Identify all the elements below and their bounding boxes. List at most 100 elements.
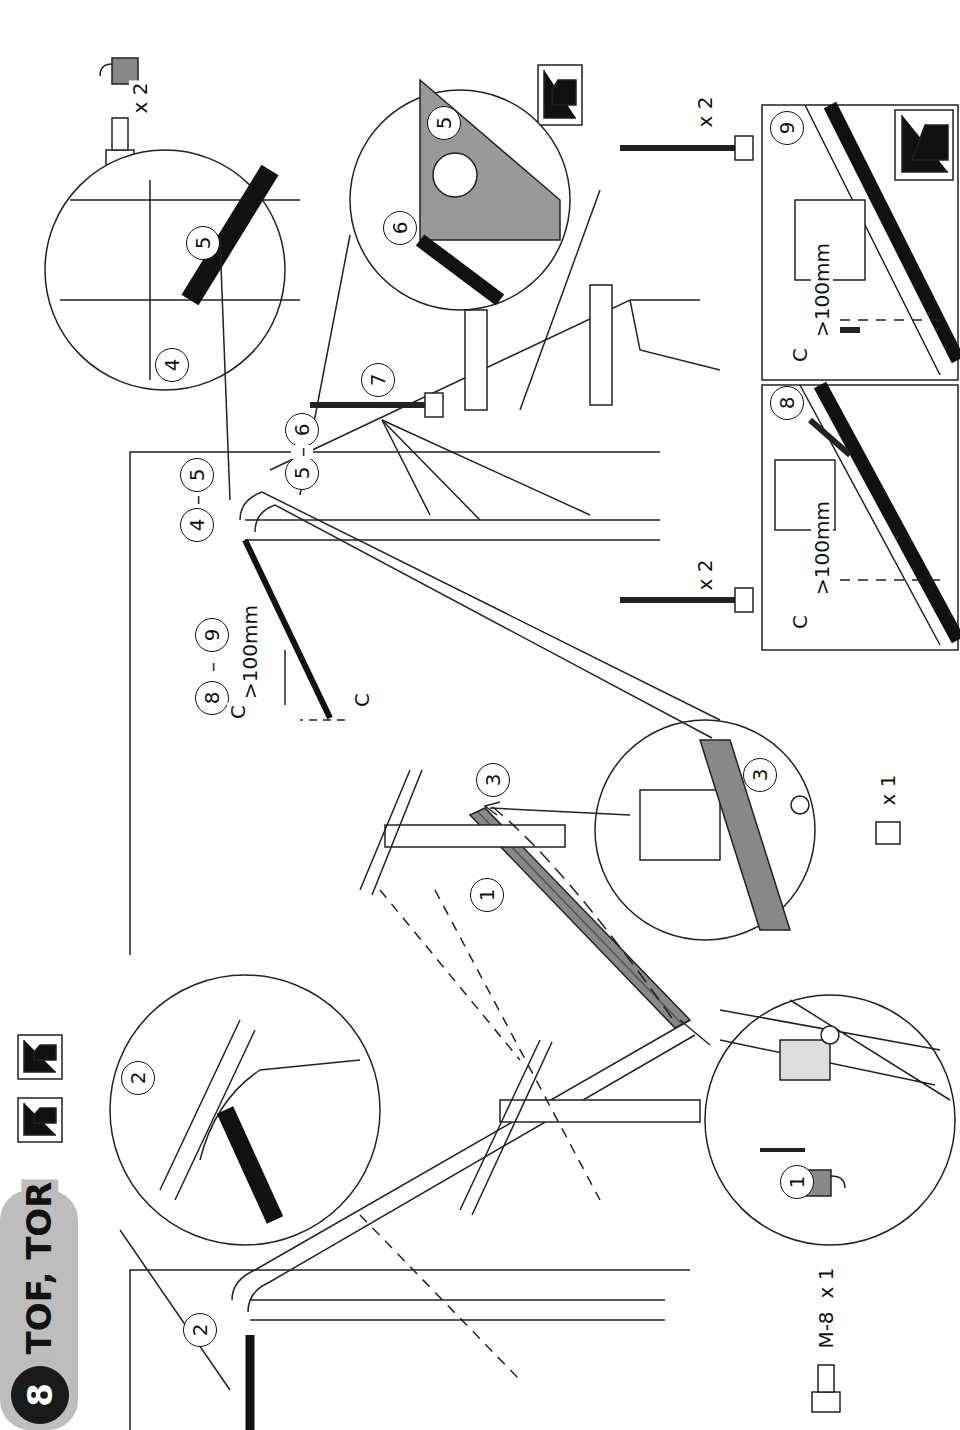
profile-icon <box>18 1098 62 1142</box>
part-label: C <box>789 613 811 631</box>
leader-line <box>382 420 430 515</box>
screw-symbol <box>620 145 735 151</box>
slotted-hanger <box>500 1100 700 1122</box>
profile-shape <box>544 70 576 118</box>
horizontal-track <box>270 300 720 470</box>
dashed-guide <box>360 1215 520 1380</box>
callout-number: 5 <box>193 237 213 250</box>
part-label: x 2 <box>694 95 716 130</box>
detail-panel <box>762 385 958 650</box>
screw-head <box>425 393 443 417</box>
section-heading: TOF, TOR <box>21 1180 58 1357</box>
vertical-track <box>250 1299 665 1301</box>
dashed-guide <box>840 579 940 581</box>
callout-number: 5 <box>187 469 207 482</box>
callout-number: 1 <box>787 1176 807 1189</box>
callout-circle: 9 <box>195 618 229 652</box>
callout-circle: 5 <box>285 456 319 490</box>
wall-outline <box>130 1270 690 1430</box>
detail-panel <box>762 105 958 380</box>
leader-line <box>220 240 230 500</box>
door-seal <box>225 1110 275 1220</box>
bracket-plate <box>420 80 560 240</box>
callout-number: 1 <box>477 889 497 902</box>
bolt-shank <box>112 118 128 150</box>
leader-line <box>382 420 590 515</box>
door-seal <box>246 1335 255 1430</box>
callout-number: 4 <box>187 519 207 532</box>
part-label: C <box>789 346 811 364</box>
bracket-plate <box>780 1040 830 1080</box>
callout-number: 3 <box>483 774 503 787</box>
callout-circle: 8 <box>770 386 804 420</box>
callout-circle: 2 <box>183 1313 217 1347</box>
nut-symbol <box>791 796 809 814</box>
leader-line <box>382 420 480 520</box>
horizontal-track <box>240 492 720 720</box>
part-label: C <box>227 703 249 721</box>
arrow-mark <box>810 420 850 455</box>
bolt-shank <box>818 1365 834 1392</box>
profile-shape <box>902 115 948 172</box>
part-label: – <box>291 445 313 459</box>
part-label: – <box>201 660 223 674</box>
leader-line <box>680 1020 710 1045</box>
vertical-track <box>245 519 660 521</box>
callout-circle: 6 <box>285 413 319 447</box>
slotted-hanger <box>465 310 487 410</box>
detail-circle <box>45 150 285 390</box>
callout-circle: 7 <box>361 363 395 397</box>
dashed-guide <box>840 319 940 321</box>
leader-line <box>120 1230 230 1390</box>
angle-bar <box>700 740 790 930</box>
profile-icon <box>895 110 953 180</box>
profile-shape <box>24 1040 56 1072</box>
part-label: x 1 <box>877 773 899 808</box>
detail-circle <box>110 975 380 1245</box>
leader-line <box>490 808 630 815</box>
part-label: x 1 <box>815 1266 837 1301</box>
roller-wheel <box>433 153 477 197</box>
door-seal <box>820 385 958 640</box>
bolt-symbol <box>760 1148 805 1152</box>
slotted-hanger <box>360 770 410 890</box>
bracket-channel <box>640 790 720 860</box>
lock-shackle <box>100 64 112 76</box>
step-badge: 8 <box>11 1366 69 1424</box>
dashed-guide <box>435 890 600 1200</box>
callout-circle: 8 <box>195 681 229 715</box>
detail-circle <box>705 995 955 1245</box>
callout-number: 5 <box>292 467 312 480</box>
callout-number: 3 <box>750 769 770 782</box>
dashed-guide <box>300 719 345 721</box>
callout-circle: 5 <box>186 226 220 260</box>
detail-circle <box>595 720 815 940</box>
vertical-track <box>245 539 660 541</box>
vertical-track <box>250 1319 665 1321</box>
callout-circle: 2 <box>121 1061 155 1095</box>
part-label: >100mm <box>811 499 833 597</box>
profile-icon <box>538 65 582 125</box>
callout-number: 4 <box>162 359 182 372</box>
callout-circle: 4 <box>155 348 189 382</box>
callout-number: 8 <box>202 692 222 705</box>
profile-icon <box>18 1035 62 1079</box>
screw-symbol <box>310 402 425 408</box>
dimension-line <box>284 650 286 705</box>
detail-lines <box>720 1000 950 1100</box>
callout-circle: 1 <box>780 1165 814 1199</box>
door-seal <box>420 240 500 300</box>
slotted-hanger <box>385 825 565 847</box>
profile-shape <box>24 1103 56 1135</box>
callout-number: 8 <box>23 1383 57 1407</box>
part-label: >100mm <box>811 241 833 339</box>
callout-circle: 3 <box>743 758 777 792</box>
callout-number: 2 <box>128 1072 148 1085</box>
callout-number: 6 <box>390 222 410 235</box>
callout-circle: 5 <box>427 106 461 140</box>
callout-circle: 5 <box>180 458 214 492</box>
arrow-mark <box>840 327 860 333</box>
part-label: x 2 <box>129 81 151 116</box>
lock-shackle <box>831 1176 845 1188</box>
